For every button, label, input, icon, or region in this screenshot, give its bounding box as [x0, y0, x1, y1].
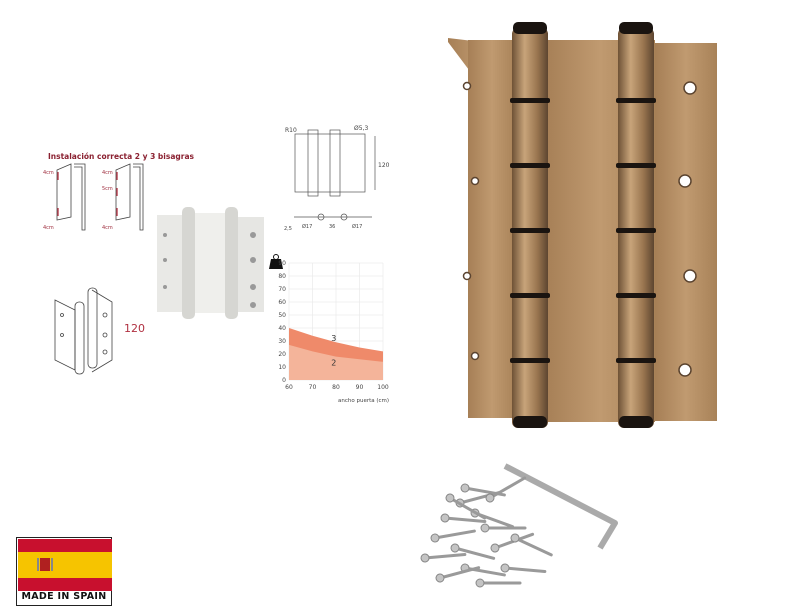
y-tick-label: 30	[278, 338, 286, 345]
size-label: 120	[124, 322, 145, 335]
thickness-label: 2,5	[284, 226, 292, 232]
screw	[490, 532, 535, 553]
x-tick-label: 90	[356, 384, 364, 391]
series-label-3: 3	[331, 334, 336, 343]
area-series-2	[289, 344, 383, 380]
series-label-2: 2	[331, 359, 336, 368]
y-tick-label: 80	[278, 273, 286, 280]
y-tick-label: 60	[278, 299, 286, 306]
y-tick-label: 0	[282, 377, 286, 384]
y-tick-label: 70	[278, 286, 286, 293]
screw	[510, 533, 553, 557]
made-in-spain-badge	[16, 537, 112, 606]
dim-label: 36	[329, 224, 335, 230]
bronze-double-action-hinge-image	[448, 22, 717, 428]
y-tick-label: 90	[278, 260, 286, 267]
y-tick-label: 20	[278, 351, 286, 358]
screws-and-allen-key-image	[420, 463, 618, 588]
label-4cm: 4cm	[43, 225, 54, 231]
weight-kg-icon	[269, 254, 283, 269]
screw	[485, 476, 527, 503]
screw	[445, 493, 487, 520]
iso-hinge-drawing	[54, 287, 113, 375]
barrel-ring	[510, 163, 550, 168]
dim-label: Ø17	[302, 223, 312, 230]
made-in-spain-text: MADE IN SPAIN	[21, 591, 107, 602]
silver-hinge-image	[157, 207, 264, 319]
label-4cm: 4cm	[102, 225, 113, 231]
barrel-ring	[510, 228, 550, 233]
height-label: 120	[378, 162, 390, 169]
screw	[420, 553, 467, 563]
x-tick-label: 80	[332, 384, 340, 391]
screw	[440, 513, 487, 523]
barrel-ring	[510, 293, 550, 298]
load-chart: 0 10 20 30 40 50 60 70 80 90 60 70 80 90 100 ancho pue…	[269, 254, 389, 404]
radius-label: R10	[285, 127, 297, 134]
spain-flag-icon	[18, 539, 112, 591]
barrel-ring	[616, 163, 656, 168]
y-tick-label: 40	[278, 325, 286, 332]
barrel-ring	[616, 358, 656, 363]
hole-label: Ø5,3	[354, 125, 368, 132]
barrel-ring	[510, 358, 550, 363]
label-5cm: 5cm	[102, 186, 113, 192]
y-tick-label: 10	[278, 364, 286, 371]
x-axis-label: ancho puerta (cm)	[338, 398, 389, 404]
dim-label: Ø17	[352, 223, 362, 230]
label-4cm: 4cm	[102, 170, 113, 176]
screw	[435, 566, 481, 583]
barrel-ring	[616, 293, 656, 298]
screw	[430, 529, 476, 543]
barrel-ring	[616, 228, 656, 233]
x-tick-label: 70	[309, 384, 317, 391]
installation-title: Instalación correcta 2 y 3 bisagras	[48, 152, 194, 161]
screw	[450, 543, 496, 560]
y-tick-label: 50	[278, 312, 286, 319]
screw	[475, 578, 522, 588]
screw	[500, 563, 547, 573]
x-tick-label: 100	[377, 384, 389, 391]
barrel-ring	[510, 98, 550, 103]
x-tick-label: 60	[285, 384, 293, 391]
installation-diagram: 4cm 4cm 4cm 5cm 4cm	[43, 163, 144, 231]
label-4cm: 4cm	[43, 170, 54, 176]
screw	[480, 523, 527, 533]
technical-drawing: R10 Ø5,3 120 2,5 Ø17 36 Ø17	[284, 125, 390, 232]
barrel-ring	[616, 98, 656, 103]
